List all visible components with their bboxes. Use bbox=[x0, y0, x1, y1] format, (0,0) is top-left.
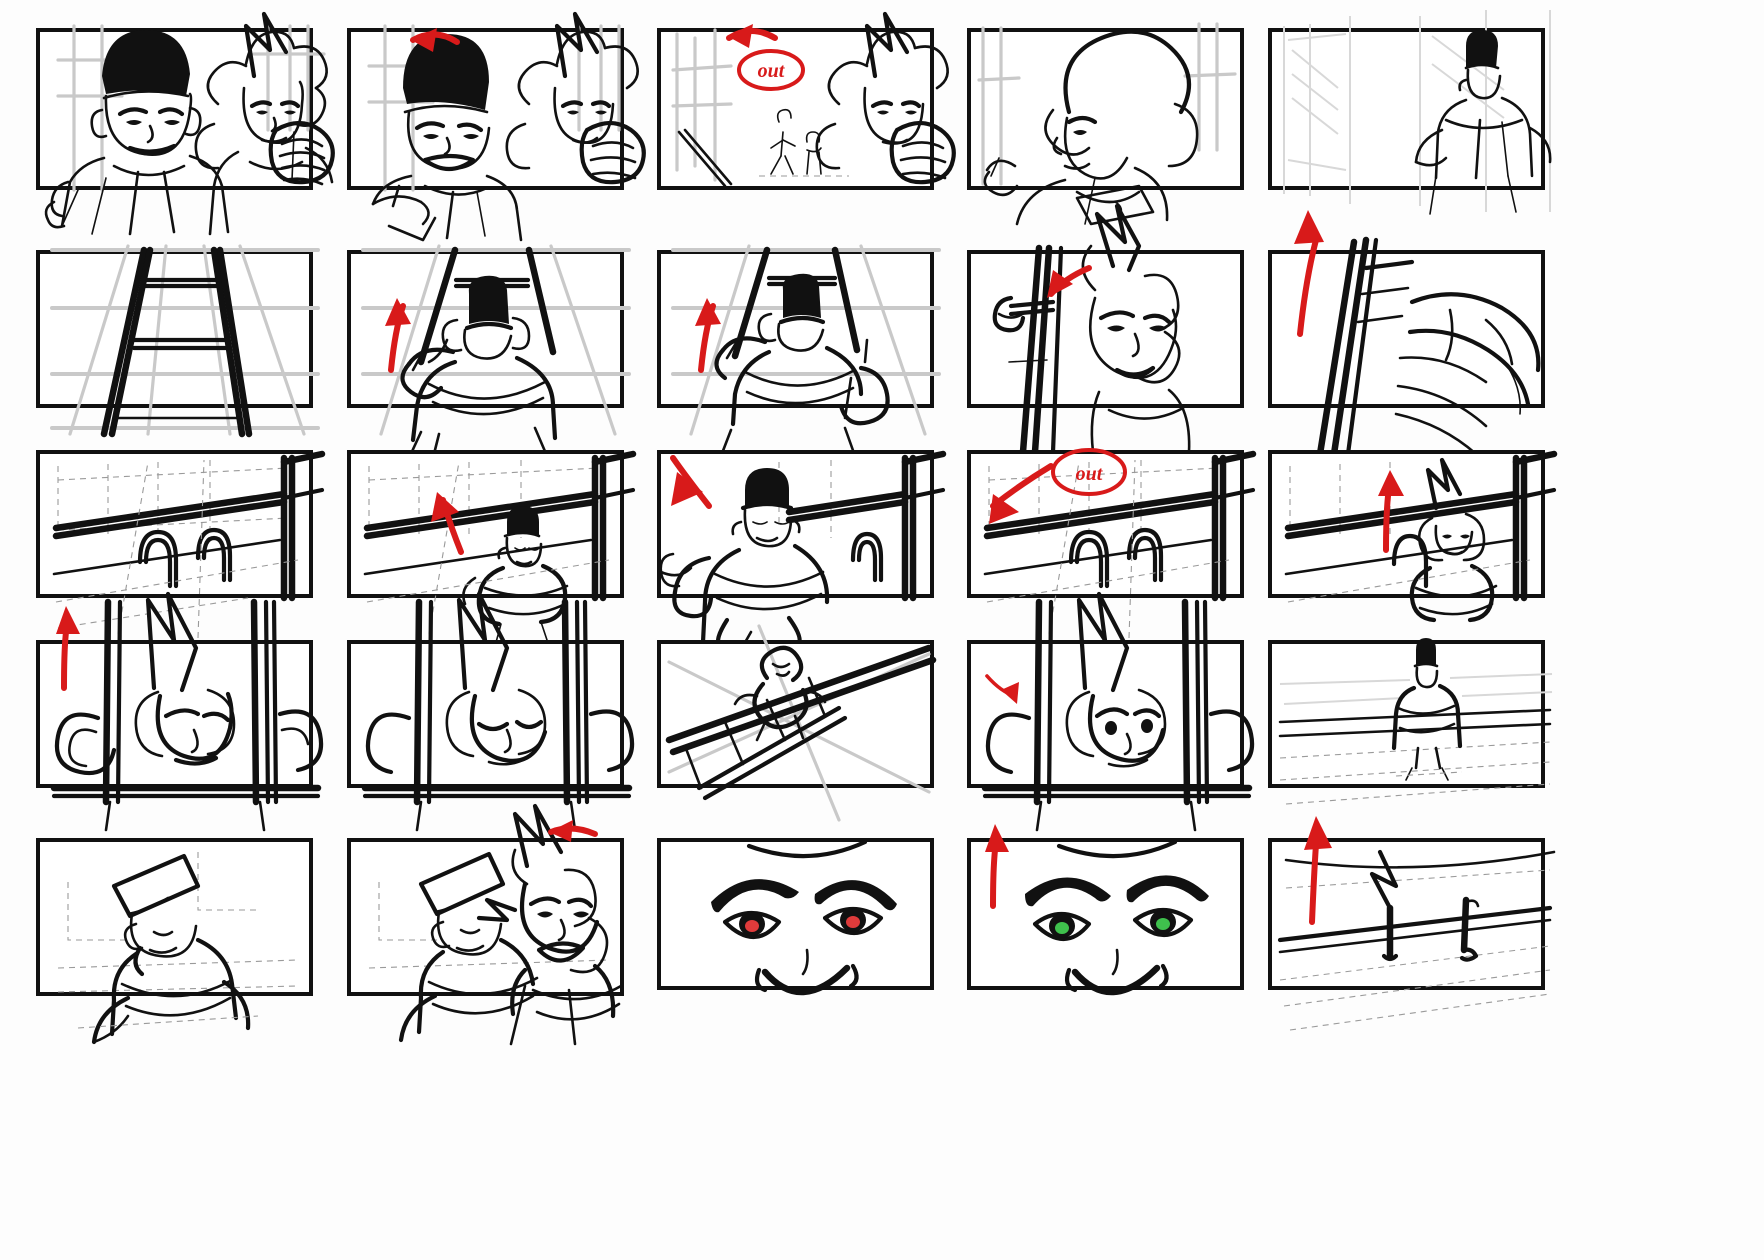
storyboard-panel[interactable] bbox=[967, 22, 1244, 226]
storyboard-panel[interactable] bbox=[657, 838, 934, 996]
panel-frame bbox=[36, 250, 313, 408]
panel-frame bbox=[347, 250, 624, 408]
panel-frame bbox=[657, 250, 934, 408]
panel-frame bbox=[1268, 450, 1545, 598]
storyboard-panel[interactable]: out bbox=[967, 448, 1257, 639]
panel-frame bbox=[347, 28, 624, 190]
panel-frame bbox=[36, 28, 313, 190]
storyboard-panel[interactable] bbox=[1268, 816, 1556, 1031]
storyboard-panel[interactable] bbox=[347, 591, 635, 832]
panel-frame bbox=[36, 450, 313, 598]
panel-frame bbox=[657, 640, 934, 788]
storyboard-panel[interactable] bbox=[657, 244, 941, 458]
panel-frame bbox=[657, 838, 934, 990]
panel-frame bbox=[1268, 838, 1545, 990]
panel-frame bbox=[1268, 28, 1545, 190]
panel-frame bbox=[657, 28, 934, 190]
panel-frame bbox=[347, 640, 624, 788]
storyboard-panel[interactable] bbox=[657, 450, 947, 649]
storyboard-panel[interactable] bbox=[36, 244, 320, 438]
storyboard-panel[interactable] bbox=[967, 824, 1244, 996]
storyboard-panel[interactable] bbox=[347, 450, 637, 647]
panel-frame bbox=[347, 838, 624, 996]
panel-frame bbox=[36, 640, 313, 788]
storyboard-panel[interactable] bbox=[967, 591, 1255, 832]
storyboard-panel[interactable] bbox=[657, 624, 937, 822]
panel-frame bbox=[967, 640, 1244, 788]
storyboard-panel[interactable]: out bbox=[657, 11, 956, 190]
storyboard-panel[interactable] bbox=[1268, 450, 1558, 623]
panel-frame bbox=[967, 250, 1244, 408]
storyboard-panel[interactable] bbox=[347, 244, 631, 460]
storyboard-panel[interactable] bbox=[36, 838, 313, 1045]
panel-frame bbox=[657, 450, 934, 598]
storyboard-panel[interactable] bbox=[347, 11, 646, 242]
panel-frame bbox=[347, 450, 624, 598]
panel-frame bbox=[1268, 640, 1545, 788]
panel-frame bbox=[1268, 250, 1545, 408]
storyboard-panel[interactable] bbox=[347, 803, 624, 1046]
panel-frame bbox=[967, 28, 1244, 190]
storyboard-panel[interactable] bbox=[36, 450, 326, 639]
storyboard-panel[interactable] bbox=[36, 591, 324, 832]
panel-frame bbox=[967, 450, 1244, 598]
panel-frame bbox=[36, 838, 313, 996]
storyboard-panel[interactable] bbox=[967, 203, 1244, 456]
storyboard-panel[interactable] bbox=[1268, 638, 1553, 805]
storyboard-panel[interactable] bbox=[36, 11, 335, 236]
storyboard-panel[interactable] bbox=[1268, 210, 1545, 458]
storyboard-panel[interactable] bbox=[1268, 10, 1552, 215]
panel-frame bbox=[967, 838, 1244, 990]
